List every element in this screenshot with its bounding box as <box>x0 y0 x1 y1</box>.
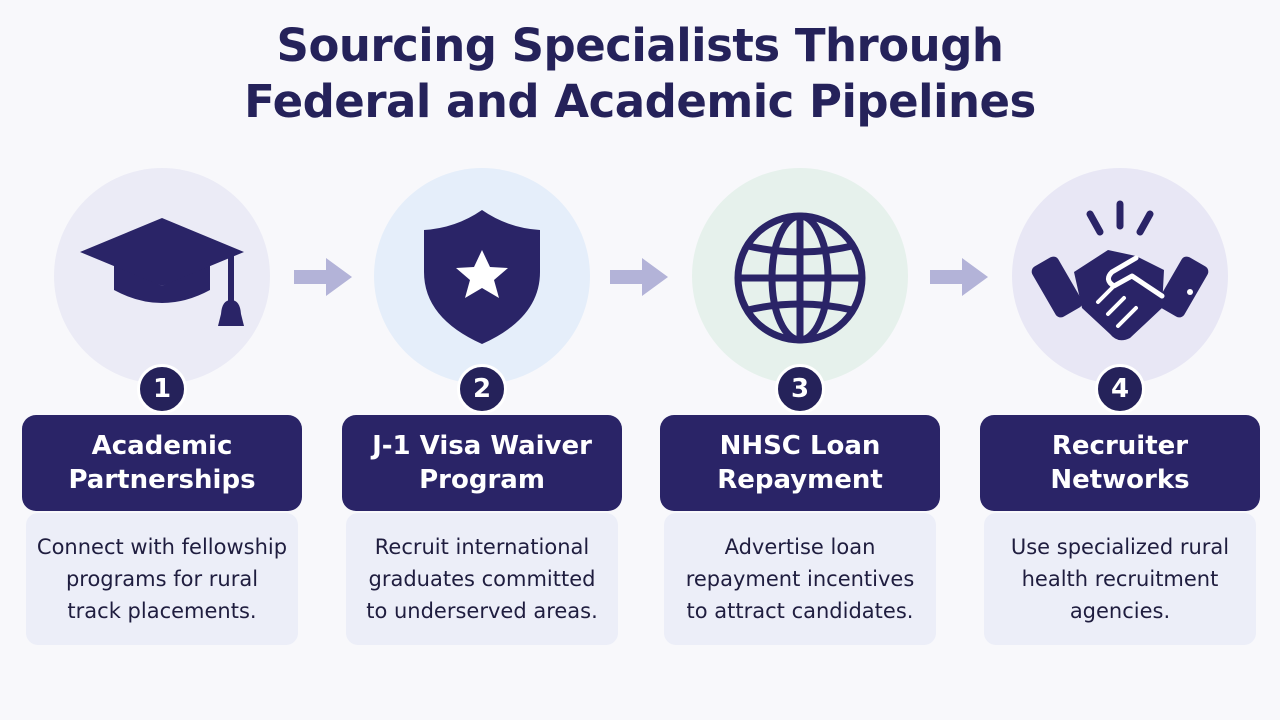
step-2-number-badge: 2 <box>457 364 507 414</box>
step-1-circle <box>54 168 270 384</box>
step-3: 3 NHSC Loan Repayment Advertise loan rep… <box>660 0 940 720</box>
step-4: 4 Recruiter Networks Use specialized rur… <box>980 0 1260 720</box>
step-4-desc-line-2: health recruitment <box>1021 567 1219 591</box>
step-2-heading-line-1: J-1 Visa Waiver <box>372 431 592 461</box>
step-4-circle <box>1012 168 1228 384</box>
step-3-desc-line-3: to attract candidates. <box>686 599 914 623</box>
arrow-right-icon <box>930 258 988 296</box>
step-2-circle <box>374 168 590 384</box>
step-3-heading-line-2: Repayment <box>717 465 883 495</box>
step-4-heading: Recruiter Networks <box>980 415 1260 511</box>
step-2-heading-line-2: Program <box>419 465 545 495</box>
arrow-right-icon <box>610 258 668 296</box>
step-3-desc-line-2: repayment incentives <box>685 567 915 591</box>
step-4-heading-line-2: Networks <box>1050 465 1190 495</box>
page-title: Sourcing Specialists Through Federal and… <box>0 18 1280 130</box>
step-4-heading-line-1: Recruiter <box>1051 431 1189 461</box>
step-2-description: Recruit international graduates committe… <box>346 513 618 645</box>
step-3-desc-line-1: Advertise loan <box>724 535 876 559</box>
step-1-desc-line-1: Connect with fellowship <box>36 535 288 559</box>
step-3-heading-line-1: NHSC Loan <box>719 431 881 461</box>
step-3-circle <box>692 168 908 384</box>
title-line-2: Federal and Academic Pipelines <box>244 75 1036 128</box>
step-4-desc-line-1: Use specialized rural <box>1010 535 1230 559</box>
step-1-desc-line-2: programs for rural <box>65 567 259 591</box>
step-1-number-badge: 1 <box>137 364 187 414</box>
globe-icon <box>734 212 866 344</box>
step-2: 2 J-1 Visa Waiver Program Recruit intern… <box>342 0 622 720</box>
step-2-desc-line-1: Recruit international <box>374 535 590 559</box>
step-1-description: Connect with fellowship programs for rur… <box>26 513 298 645</box>
handshake-icon <box>1031 200 1209 341</box>
graduation-cap-icon <box>80 218 244 326</box>
step-1-desc-line-3: track placements. <box>67 599 257 623</box>
step-1-heading-line-1: Academic <box>91 431 233 461</box>
arrow-right-icon <box>294 258 352 296</box>
shield-star-icon <box>424 210 540 344</box>
step-2-desc-line-2: graduates committed <box>368 567 596 591</box>
step-4-desc-line-3: agencies. <box>1069 599 1171 623</box>
step-1-heading-line-2: Partnerships <box>68 465 256 495</box>
step-4-number-badge: 4 <box>1095 364 1145 414</box>
step-1: 1 Academic Partnerships Connect with fel… <box>22 0 302 720</box>
step-3-number-badge: 3 <box>775 364 825 414</box>
title-line-1: Sourcing Specialists Through <box>276 19 1004 72</box>
step-1-heading: Academic Partnerships <box>22 415 302 511</box>
step-2-desc-line-3: to underserved areas. <box>366 599 598 623</box>
step-3-description: Advertise loan repayment incentives to a… <box>664 513 936 645</box>
step-3-heading: NHSC Loan Repayment <box>660 415 940 511</box>
step-2-heading: J-1 Visa Waiver Program <box>342 415 622 511</box>
step-4-description: Use specialized rural health recruitment… <box>984 513 1256 645</box>
